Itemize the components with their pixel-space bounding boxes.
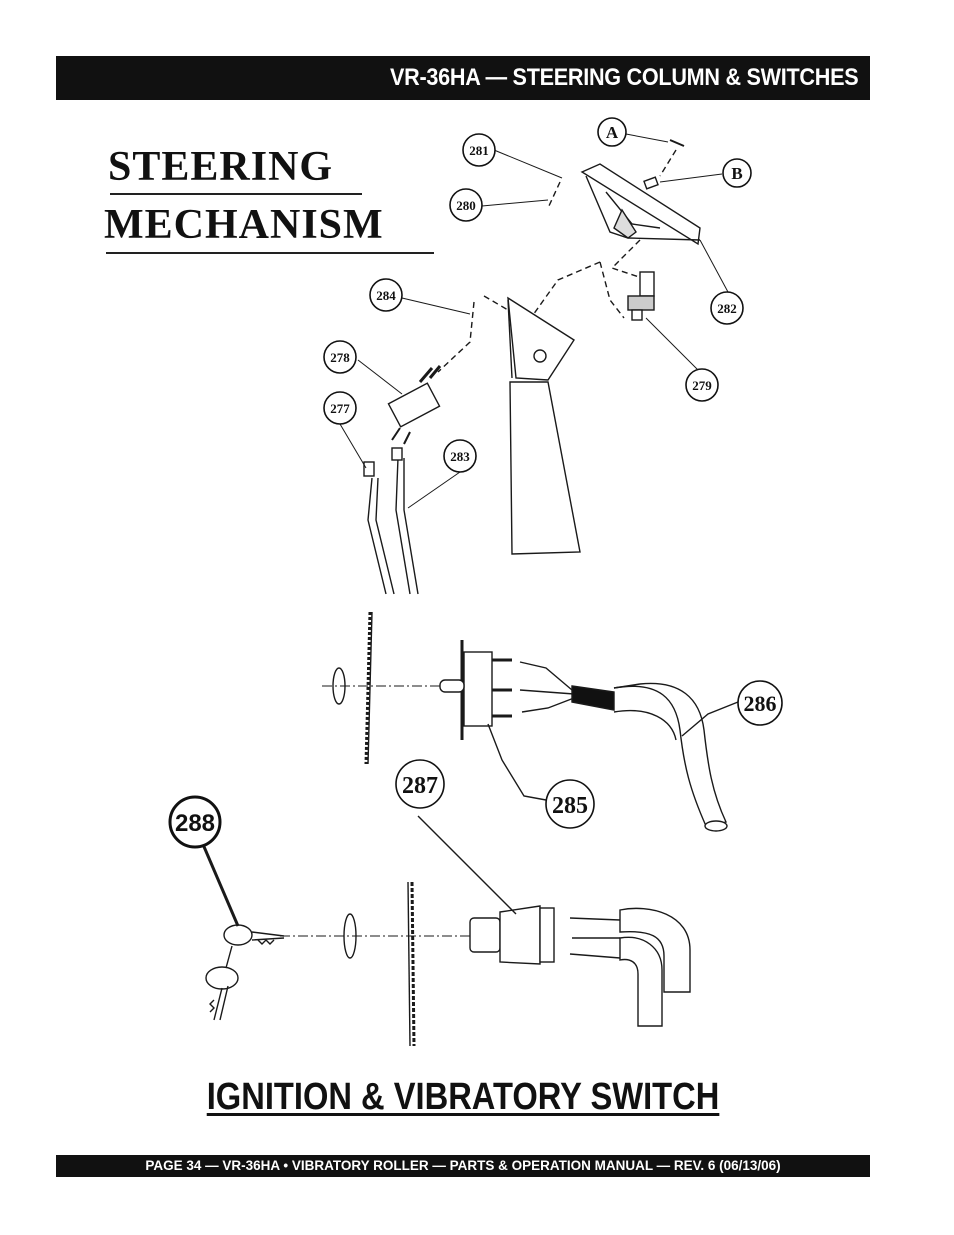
callout-281: 281 [469,143,489,158]
title-underline-1 [110,193,362,195]
vibratory-switch-drawing [322,611,728,832]
ignition-title: IGNITION & VIBRATORY SWITCH [0,1076,926,1119]
footer-bar: PAGE 34 — VR-36HA • VIBRATORY ROLLER — P… [56,1155,870,1177]
callout-278: 278 [330,350,350,365]
callout-284: 284 [376,288,396,303]
page-title: VR-36HA — STEERING COLUMN & SWITCHES [389,64,859,91]
steering-wheel-drawing [580,139,701,246]
callout-282: 282 [717,301,737,316]
keys-drawing [205,924,285,1021]
callout-288: 288 [175,810,215,837]
ignition-title-text: IGNITION & VIBRATORY SWITCH [206,1076,720,1118]
callout-280: 280 [456,198,476,213]
footer-text: PAGE 34 — VR-36HA • VIBRATORY ROLLER — P… [145,1158,781,1173]
callout-287: 287 [402,773,438,799]
callout-b: B [731,164,742,183]
callout-279: 279 [692,378,712,393]
steering-column-drawing [507,296,581,555]
steering-title-line2: MECHANISM [104,202,384,248]
valve-drawing [363,365,442,595]
header-bar: VR-36HA — STEERING COLUMN & SWITCHES [56,56,870,100]
callout-a: A [606,123,619,142]
callout-283: 283 [450,449,470,464]
column-switch-drawing [627,271,655,321]
ignition-switch-drawing [280,881,691,1047]
callout-286: 286 [744,691,777,716]
steering-title-line1: STEERING [108,144,334,190]
callout-285: 285 [552,793,588,819]
callout-277: 277 [330,401,350,416]
title-underline-2 [106,252,434,254]
